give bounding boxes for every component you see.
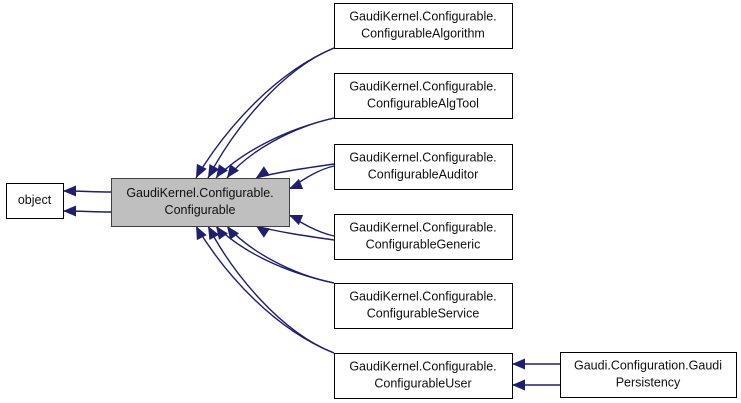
node-label-configurable-user-line2: ConfigurableUser — [374, 376, 471, 390]
node-configurable-auditor[interactable]: GaudiKernel.Configurable. ConfigurableAud… — [334, 144, 513, 190]
node-label-gaudi-persistency-line2: Persistency — [616, 375, 681, 389]
node-box-gaudi-persistency[interactable] — [560, 352, 737, 398]
fan-top-1 — [195, 47, 335, 179]
node-label-configurable-auditor-line2: ConfigurableAuditor — [368, 167, 479, 181]
node-box-configurable-user[interactable] — [334, 353, 513, 399]
node-box-configurable-algtool[interactable] — [334, 73, 513, 119]
node-label-configurable-generic-line2: ConfigurableGeneric — [366, 237, 481, 251]
node-box-configurable-auditor[interactable] — [334, 144, 513, 190]
node-label-configurable-algorithm-line2: ConfigurableAlgorithm — [361, 26, 485, 40]
node-label-object-line1: object — [18, 193, 52, 207]
node-label-gaudi-persistency-line1: Gaudi.Configuration.Gaudi — [574, 358, 722, 372]
node-label-configurable-algtool-line2: ConfigurableAlgTool — [367, 96, 479, 110]
edge-configurable-to-object-b-arrowhead — [63, 205, 76, 217]
edge-gaudi-persistency-b-arrowhead — [512, 379, 525, 391]
fan-top-2-arrowhead — [216, 164, 228, 178]
node-configurable-service[interactable]: GaudiKernel.Configurable. ConfigurableSer… — [334, 283, 513, 329]
node-box-configurable-generic[interactable] — [334, 214, 513, 260]
edge-configurable-user — [207, 225, 335, 354]
node-configurable-algtool[interactable]: GaudiKernel.Configurable. ConfigurableAlg… — [334, 73, 513, 119]
edge-configurable-to-object-a-arrowhead — [63, 185, 76, 197]
node-label-configurable-service-line1: GaudiKernel.Configurable. — [349, 289, 496, 303]
fan-top-3 — [255, 163, 335, 179]
edge-gaudi-persistency-a-arrowhead — [512, 358, 525, 370]
edge-configurable-algorithm — [207, 47, 335, 179]
fan-bot-3-arrowhead — [256, 226, 270, 238]
node-configurable[interactable]: GaudiKernel.Configurable. Configurable — [111, 178, 290, 227]
node-label-configurable-auditor-line1: GaudiKernel.Configurable. — [349, 150, 496, 164]
node-configurable-algorithm[interactable]: GaudiKernel.Configurable. ConfigurableAlg… — [334, 3, 513, 49]
node-object[interactable]: object — [6, 183, 64, 219]
node-label-configurable-user-line1: GaudiKernel.Configurable. — [349, 359, 496, 373]
edge-configurable-user-arrowhead — [208, 226, 220, 241]
edge-configurable-service-arrowhead — [227, 226, 240, 240]
node-box-object[interactable] — [6, 183, 64, 219]
fan-top-1-arrowhead — [196, 163, 207, 178]
edge-configurable-algtool-arrowhead — [227, 164, 240, 178]
node-box-configurable-service[interactable] — [334, 283, 513, 329]
fan-bot-1-arrowhead — [196, 226, 207, 241]
edge-layer — [62, 47, 560, 391]
node-configurable-user[interactable]: GaudiKernel.Configurable. ConfigurableUse… — [334, 353, 513, 399]
edge-configurable-algtool — [226, 117, 335, 179]
fan-bot-1 — [195, 225, 335, 354]
edge-configurable-auditor-arrowhead — [289, 178, 304, 190]
node-label-configurable-line1: GaudiKernel.Configurable. — [126, 186, 273, 200]
edge-configurable-service — [226, 225, 335, 284]
node-label-configurable-algtool-line1: GaudiKernel.Configurable. — [349, 79, 496, 93]
node-configurable-generic[interactable]: GaudiKernel.Configurable. ConfigurableGen… — [334, 214, 513, 260]
fan-top-3-arrowhead — [256, 166, 270, 178]
node-label-configurable-algorithm-line1: GaudiKernel.Configurable. — [349, 9, 496, 23]
node-box-configurable-algorithm[interactable] — [334, 3, 513, 49]
node-label-configurable-line2: Configurable — [165, 203, 236, 217]
edge-configurable-algorithm-arrowhead — [208, 163, 220, 178]
fan-bot-2-arrowhead — [216, 226, 228, 240]
node-box-configurable[interactable] — [111, 178, 290, 227]
edge-configurable-generic-arrowhead — [289, 214, 304, 226]
node-label-configurable-service-line2: ConfigurableService — [367, 306, 480, 320]
node-label-configurable-generic-line1: GaudiKernel.Configurable. — [349, 220, 496, 234]
